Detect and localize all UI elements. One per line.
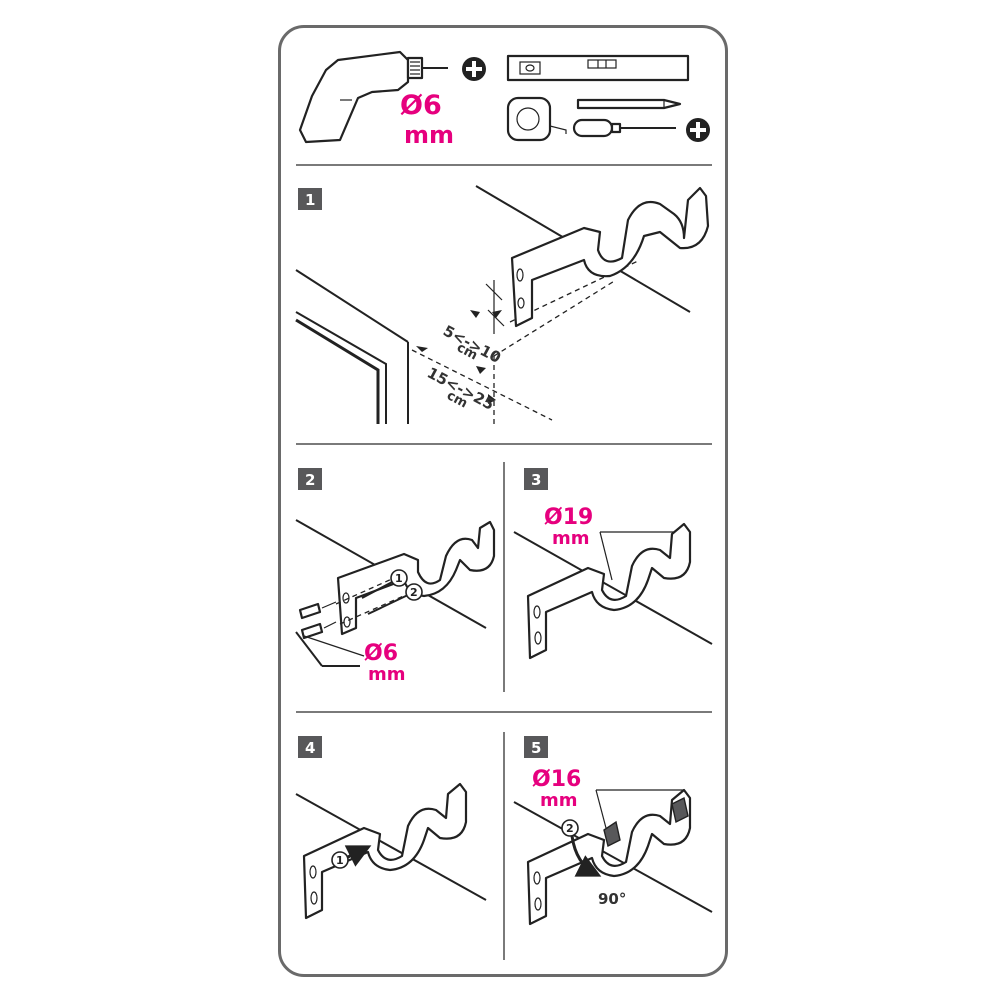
step-2-diameter: Ø6 bbox=[364, 641, 398, 666]
step-2-badge: 2 bbox=[298, 468, 322, 490]
step-2-number: 2 bbox=[305, 471, 315, 489]
step-3-number: 3 bbox=[531, 471, 541, 489]
step-4-badge: 4 bbox=[298, 736, 322, 758]
step-2-marker-2: 2 bbox=[405, 583, 423, 601]
step-1-badge: 1 bbox=[298, 188, 322, 210]
drill-diameter: Ø6 bbox=[400, 90, 442, 121]
step-5-diameter: Ø16 bbox=[532, 767, 581, 792]
svg-text:2: 2 bbox=[410, 586, 418, 599]
plus-icon bbox=[686, 118, 710, 142]
step-3-unit: mm bbox=[552, 528, 590, 549]
step-5-unit: mm bbox=[540, 790, 578, 811]
step-5-illustration bbox=[513, 788, 713, 926]
step-4-marker-1: 1 bbox=[331, 851, 349, 869]
step-1-number: 1 bbox=[305, 191, 315, 209]
drill-icon bbox=[298, 50, 448, 144]
step-1-illustration bbox=[295, 185, 710, 424]
step-2-unit: mm bbox=[368, 664, 406, 685]
step-2-marker-1: 1 bbox=[390, 569, 408, 587]
step-3-illustration bbox=[513, 522, 713, 660]
step-4-illustration bbox=[295, 782, 487, 920]
svg-text:1: 1 bbox=[336, 854, 344, 867]
svg-text:2: 2 bbox=[566, 822, 574, 835]
tape-measure-icon bbox=[506, 96, 567, 142]
step-5-marker-2: 2 bbox=[561, 819, 579, 837]
step-5-angle: 90° bbox=[598, 890, 626, 908]
step-5-number: 5 bbox=[531, 739, 541, 757]
svg-text:1: 1 bbox=[395, 572, 403, 585]
step-5-badge: 5 bbox=[524, 736, 548, 758]
step-4-number: 4 bbox=[305, 739, 315, 757]
screwdriver-icon bbox=[572, 118, 676, 138]
step-3-badge: 3 bbox=[524, 468, 548, 490]
bracket bbox=[510, 186, 710, 328]
spirit-level-icon bbox=[506, 54, 690, 82]
drill-unit: mm bbox=[404, 121, 454, 149]
pencil-icon bbox=[576, 98, 682, 110]
step-3-diameter: Ø19 bbox=[544, 505, 593, 530]
plus-icon bbox=[462, 57, 486, 81]
